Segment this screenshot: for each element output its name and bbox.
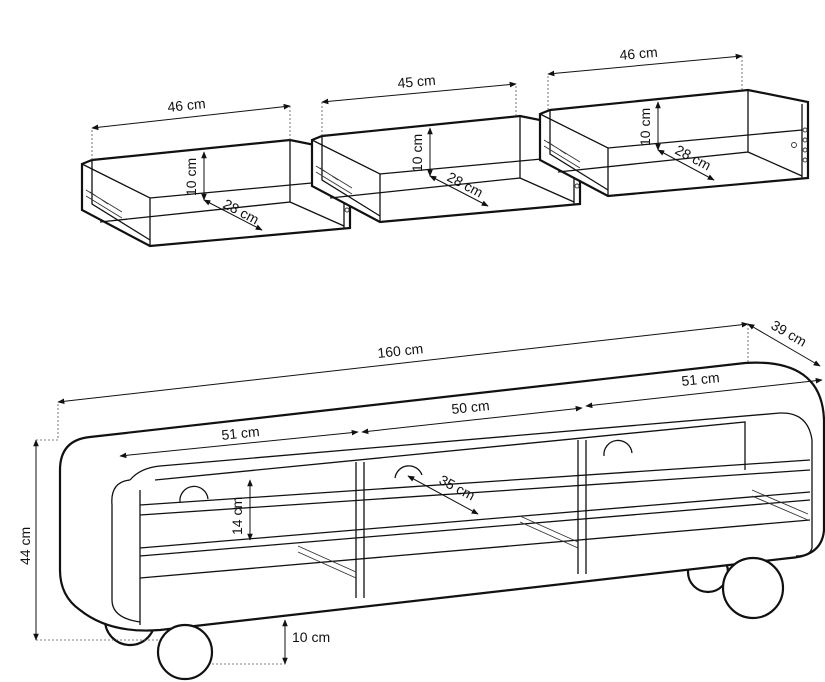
tv-cabinet: 160 cm 39 cm 44 cm 10 cm 51 cm 50 cm 51 … (17, 317, 825, 681)
drawer-right: 46 cm 10 cm 28 cm (538, 44, 810, 198)
drawer-left: 46 cm 10 cm 28 cm (80, 95, 352, 248)
drawer-left-height: 10 cm (183, 158, 199, 196)
compartment-left-width: 51 cm (221, 423, 261, 443)
shelf-height-label: 14 cm (229, 497, 245, 535)
drawer-middle: 45 cm 10 cm 28 cm (310, 72, 582, 224)
drawer-left-width: 46 cm (167, 95, 207, 115)
depth-label: 39 cm (769, 317, 810, 350)
drawer-right-height: 10 cm (637, 108, 653, 146)
height-label: 44 cm (17, 527, 33, 565)
drawer-right-width: 46 cm (619, 44, 658, 63)
drawer-middle-width: 45 cm (397, 72, 436, 91)
wheel (721, 556, 785, 620)
total-width-label: 160 cm (377, 340, 424, 361)
wheel (156, 623, 214, 681)
compartment-middle-width: 50 cm (451, 397, 491, 417)
leg-height-label: 10 cm (292, 629, 330, 645)
drawer-middle-height: 10 cm (409, 134, 425, 172)
compartment-right-width: 51 cm (681, 369, 721, 389)
